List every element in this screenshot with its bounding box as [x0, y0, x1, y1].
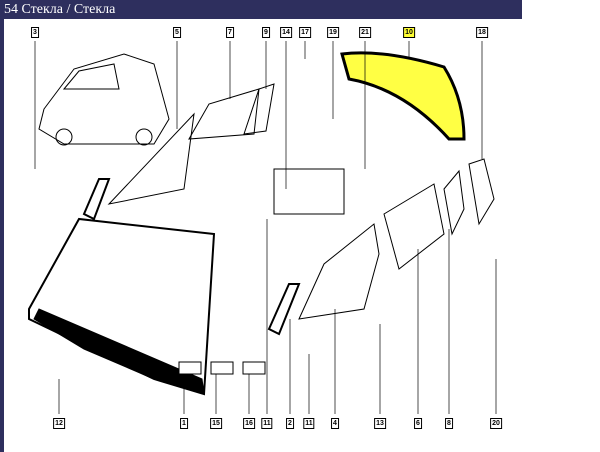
callout-18[interactable]: 18	[476, 27, 488, 38]
quarter-glass-rear	[267, 283, 301, 336]
callout-20[interactable]: 20	[490, 418, 502, 429]
callout-1[interactable]: 1	[180, 418, 188, 429]
quarter-glass-front	[82, 178, 111, 221]
rear-windscreen	[340, 51, 466, 141]
callout-2[interactable]: 2	[286, 418, 294, 429]
callout-14[interactable]: 14	[280, 27, 292, 38]
callout-7[interactable]: 7	[226, 27, 234, 38]
window-title: 54 Стекла / Стекла	[4, 2, 116, 17]
diagram-drawing	[28, 41, 497, 414]
callout-13[interactable]: 13	[374, 418, 386, 429]
callout-10-highlighted[interactable]: 10	[403, 27, 415, 38]
side-glass-9	[243, 83, 275, 135]
callout-17[interactable]: 17	[299, 27, 311, 38]
callout-12[interactable]: 12	[53, 418, 65, 429]
callout-11[interactable]: 11	[261, 418, 273, 429]
front-door-glass	[107, 112, 195, 205]
callout-3[interactable]: 3	[31, 27, 39, 38]
rear-quarter-glass	[383, 183, 445, 270]
clips	[178, 361, 266, 375]
rear-door-glass	[298, 223, 380, 320]
callout-19[interactable]: 19	[327, 27, 339, 38]
parts-diagram: 3 5 7 9 14 17 19 21 10 18 12 1 15 16 11 …	[4, 19, 522, 452]
rear-side-glass	[443, 169, 465, 236]
window-frame: 54 Стекла / Стекла 3 5 7 9 14 17 19 21	[0, 0, 522, 452]
fitting-kit-box	[273, 168, 345, 215]
leader-lines	[34, 41, 497, 414]
callout-15[interactable]: 15	[210, 418, 222, 429]
callout-11b[interactable]: 11	[303, 418, 315, 429]
callout-6[interactable]: 6	[414, 418, 422, 429]
callout-21[interactable]: 21	[359, 27, 371, 38]
callout-4[interactable]: 4	[331, 418, 339, 429]
rear-vent-glass	[468, 158, 495, 226]
side-glass-7	[188, 88, 260, 140]
callout-5[interactable]: 5	[173, 27, 181, 38]
callout-8[interactable]: 8	[445, 418, 453, 429]
car-illustration	[38, 53, 170, 146]
callout-9[interactable]: 9	[262, 27, 270, 38]
callout-16[interactable]: 16	[243, 418, 255, 429]
